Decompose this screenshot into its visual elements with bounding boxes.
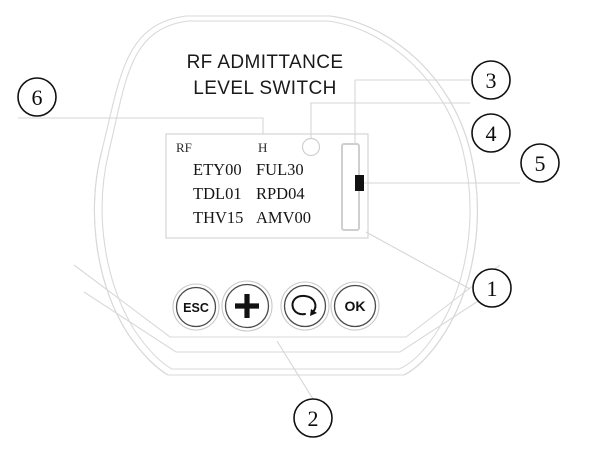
loop-arrow-icon (291, 294, 317, 316)
callout-6-number: 6 (32, 85, 43, 110)
callout-6: 6 (17, 77, 57, 117)
button-plus[interactable] (221, 280, 273, 332)
leader-6 (18, 117, 264, 134)
lcd-display-panel (165, 133, 369, 239)
callout-2-number: 2 (308, 406, 319, 431)
device-title-line2: LEVEL SWITCH (193, 78, 336, 99)
lcd-content: RF H ETY00 FUL30 TDL01 RPD04 THV15 AMV00 (176, 140, 311, 227)
callout-1: 1 (472, 268, 512, 308)
keypad-bezel (73, 264, 501, 353)
callout-3: 3 (471, 60, 511, 100)
leader-1 (365, 231, 471, 290)
callout-4-number: 4 (486, 121, 497, 146)
strip-marker (355, 175, 364, 191)
callout-4: 4 (471, 113, 511, 153)
callout-leader-lines (18, 79, 520, 400)
leader-2 (276, 340, 314, 400)
device-body-outline (93, 15, 478, 376)
plus-icon (235, 294, 259, 318)
device-title-line1: RF ADMITTANCE (187, 52, 344, 73)
lcd-row-0-right: FUL30 (256, 160, 304, 179)
callout-1-number: 1 (487, 276, 498, 301)
lcd-header-right: H (258, 140, 267, 155)
lcd-row-0-left: ETY00 (193, 160, 242, 179)
callout-5-number: 5 (535, 151, 546, 176)
lcd-header-left: RF (176, 140, 192, 155)
callout-5: 5 (520, 143, 560, 183)
leader-4 (310, 102, 470, 138)
button-ok-label: OK (345, 298, 366, 314)
button-ok[interactable]: OK (330, 281, 380, 331)
led-indicator-icon (301, 137, 321, 157)
lcd-row-1-left: TDL01 (193, 184, 242, 203)
lcd-row-1-right: RPD04 (256, 184, 305, 203)
button-loop[interactable] (280, 281, 330, 331)
side-strip (341, 143, 364, 231)
lcd-row-2-right: AMV00 (256, 208, 311, 227)
callout-3-number: 3 (486, 68, 497, 93)
callout-2: 2 (293, 398, 333, 438)
button-esc-label: ESC (183, 301, 209, 315)
button-esc[interactable]: ESC (172, 283, 220, 331)
keypad-buttons[interactable]: ESC (172, 280, 380, 332)
lcd-row-2-left: THV15 (193, 208, 243, 227)
